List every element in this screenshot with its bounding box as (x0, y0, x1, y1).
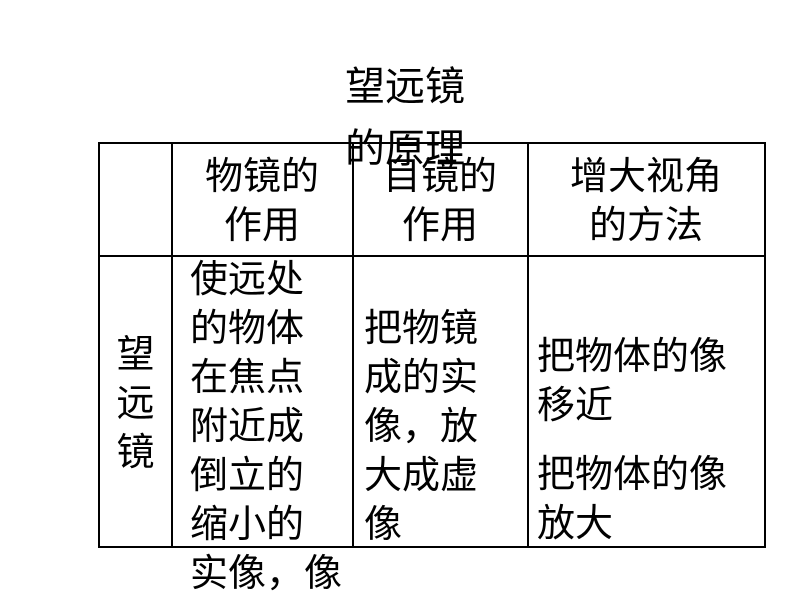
cell-objective-role: 使远处 的物体 在焦点 附近成 倒立的 缩小的 实像，像 (190, 257, 343, 595)
page-title: 望远镜 的原理 (345, 64, 465, 172)
header-viewing-angle-method: 增大视角 的方法 (569, 154, 722, 247)
table-column-divider (527, 142, 529, 548)
cell-method-enlarge: 把物体的像 放大 (537, 452, 728, 545)
header-objective-role: 物镜的 作用 (204, 154, 319, 247)
table-border-bottom (98, 546, 766, 548)
cell-eyepiece-role: 把物镜 成的实 像，放 大成虚 像 (364, 306, 479, 546)
table-column-divider (171, 142, 173, 548)
table-border-right (764, 142, 766, 548)
table-header-divider (98, 255, 766, 257)
table-border-top (98, 142, 766, 144)
cell-method-move-closer: 把物体的像 移近 (537, 334, 728, 427)
table-border-left (98, 142, 100, 548)
header-eyepiece-role: 目镜的 作用 (382, 154, 497, 247)
table-column-divider (352, 142, 354, 548)
row-label-telescope: 望 远 镜 (116, 332, 155, 474)
comparison-table (98, 142, 766, 548)
